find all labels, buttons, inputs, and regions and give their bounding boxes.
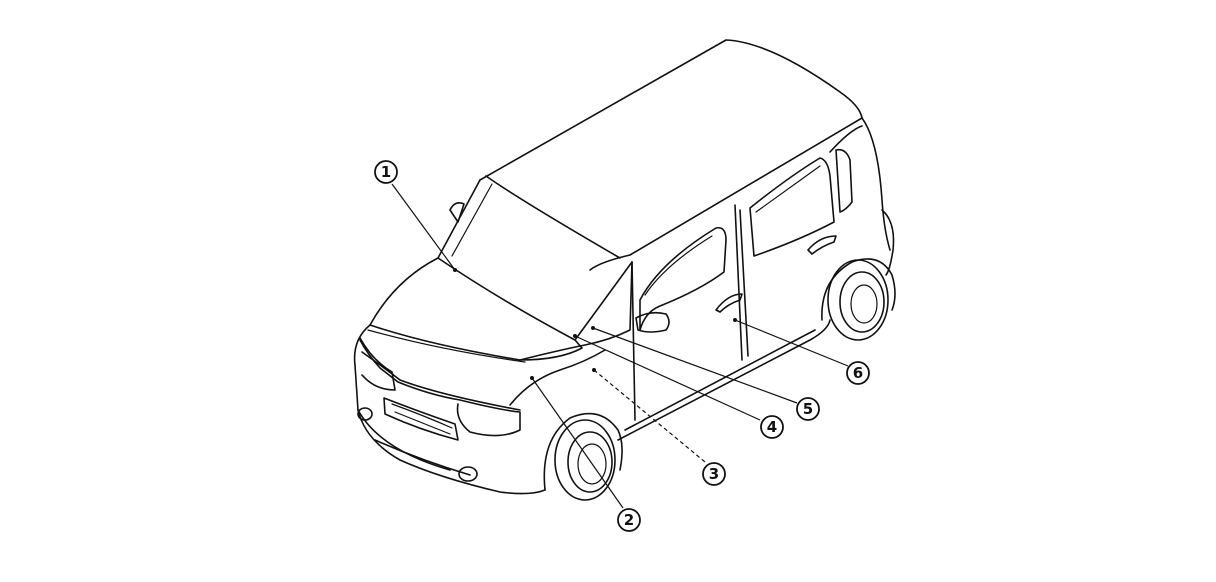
location-dot-6: [733, 318, 737, 322]
location-dot-5: [591, 326, 595, 330]
callout-1: 1: [374, 160, 398, 184]
callout-3: 3: [702, 462, 726, 486]
callout-2-label: 2: [624, 511, 634, 529]
callout-4-label: 4: [767, 418, 777, 436]
callout-1-label: 1: [381, 163, 391, 181]
callout-2: 2: [617, 508, 641, 532]
callout-3-label: 3: [709, 465, 719, 483]
callout-5-label: 5: [803, 400, 813, 418]
callout-6: 6: [846, 361, 870, 385]
location-dot-3: [592, 368, 596, 372]
callout-5: 5: [796, 397, 820, 421]
location-dot-1: [453, 268, 457, 272]
location-dot-4: [573, 334, 577, 338]
location-dots: [453, 268, 737, 380]
location-dot-2: [530, 376, 534, 380]
vehicle-outline: [353, 39, 896, 501]
callout-6-label: 6: [853, 364, 863, 382]
callout-4: 4: [760, 415, 784, 439]
leader-lines: [391, 183, 849, 509]
